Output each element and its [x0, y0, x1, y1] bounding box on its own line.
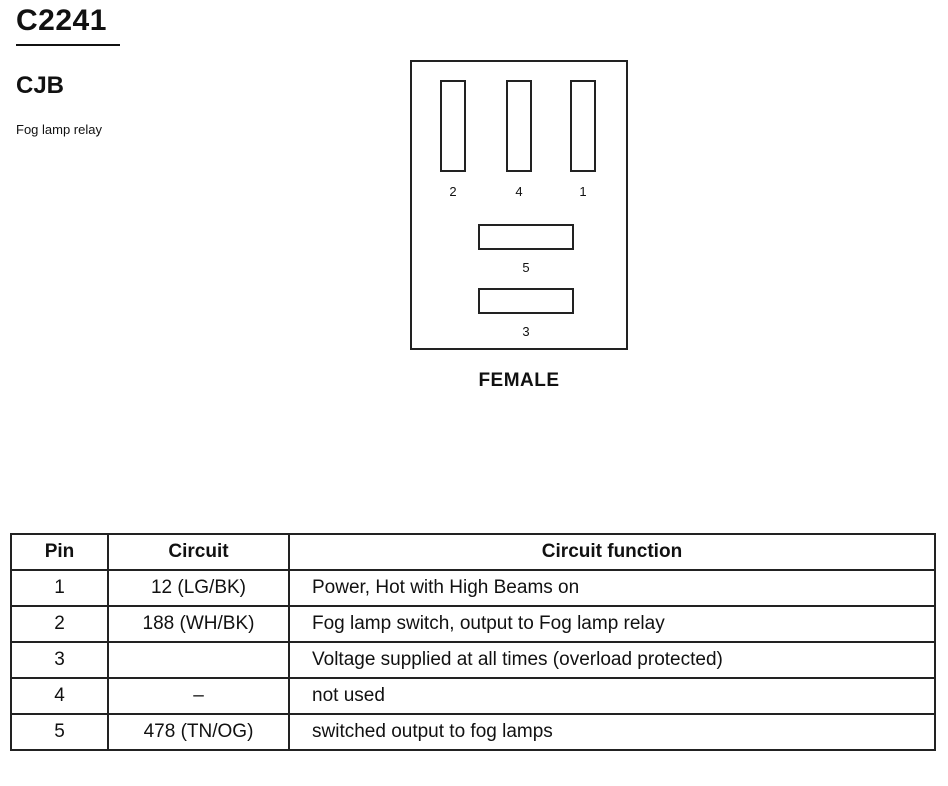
cell-pin: 2 — [10, 605, 109, 643]
column-header-circuit: Circuit — [107, 533, 290, 571]
title-underline — [16, 44, 120, 46]
table-row: 4 – not used — [10, 677, 936, 715]
pin-slot-4 — [506, 80, 532, 172]
table-row: 5 478 (TN/OG) switched output to fog lam… — [10, 713, 936, 751]
table-row: 2 188 (WH/BK) Fog lamp switch, output to… — [10, 605, 936, 643]
column-header-pin: Pin — [10, 533, 109, 571]
pinout-table: Pin Circuit Circuit function 1 12 (LG/BK… — [10, 533, 936, 751]
cell-circuit: 12 (LG/BK) — [107, 569, 290, 607]
cell-circuit-function: Voltage supplied at all times (overload … — [288, 641, 936, 679]
pin-slot-5 — [478, 224, 574, 250]
pin-label-1: 1 — [579, 184, 587, 199]
cell-circuit-function: switched output to fog lamps — [288, 713, 936, 751]
cell-pin: 5 — [10, 713, 109, 751]
cell-pin: 3 — [10, 641, 109, 679]
pin-label-2: 2 — [449, 184, 457, 199]
cell-circuit-function: not used — [288, 677, 936, 715]
pin-slot-1 — [570, 80, 596, 172]
pin-slot-2 — [440, 80, 466, 172]
cell-pin: 1 — [10, 569, 109, 607]
cell-pin: 4 — [10, 677, 109, 715]
cell-circuit: – — [107, 677, 290, 715]
connector-location: CJB — [16, 72, 65, 99]
connector-gender-label: FEMALE — [478, 370, 560, 391]
cell-circuit-function: Fog lamp switch, output to Fog lamp rela… — [288, 605, 936, 643]
cell-circuit: 188 (WH/BK) — [107, 605, 290, 643]
cell-circuit: 478 (TN/OG) — [107, 713, 290, 751]
cell-circuit-function: Power, Hot with High Beams on — [288, 569, 936, 607]
column-header-circuit-function: Circuit function — [288, 533, 936, 571]
pin-label-5: 5 — [522, 260, 530, 275]
cell-circuit — [107, 641, 290, 679]
table-row: 1 12 (LG/BK) Power, Hot with High Beams … — [10, 569, 936, 607]
connector-id: C2241 — [16, 4, 107, 37]
table-row: 3 Voltage supplied at all times (overloa… — [10, 641, 936, 679]
connector-description: Fog lamp relay — [16, 122, 102, 137]
pin-label-3: 3 — [522, 324, 530, 339]
table-header-row: Pin Circuit Circuit function — [10, 533, 936, 571]
pin-label-4: 4 — [515, 184, 523, 199]
pin-slot-3 — [478, 288, 574, 314]
connector-face-diagram: 2 4 1 5 3 — [410, 60, 628, 350]
